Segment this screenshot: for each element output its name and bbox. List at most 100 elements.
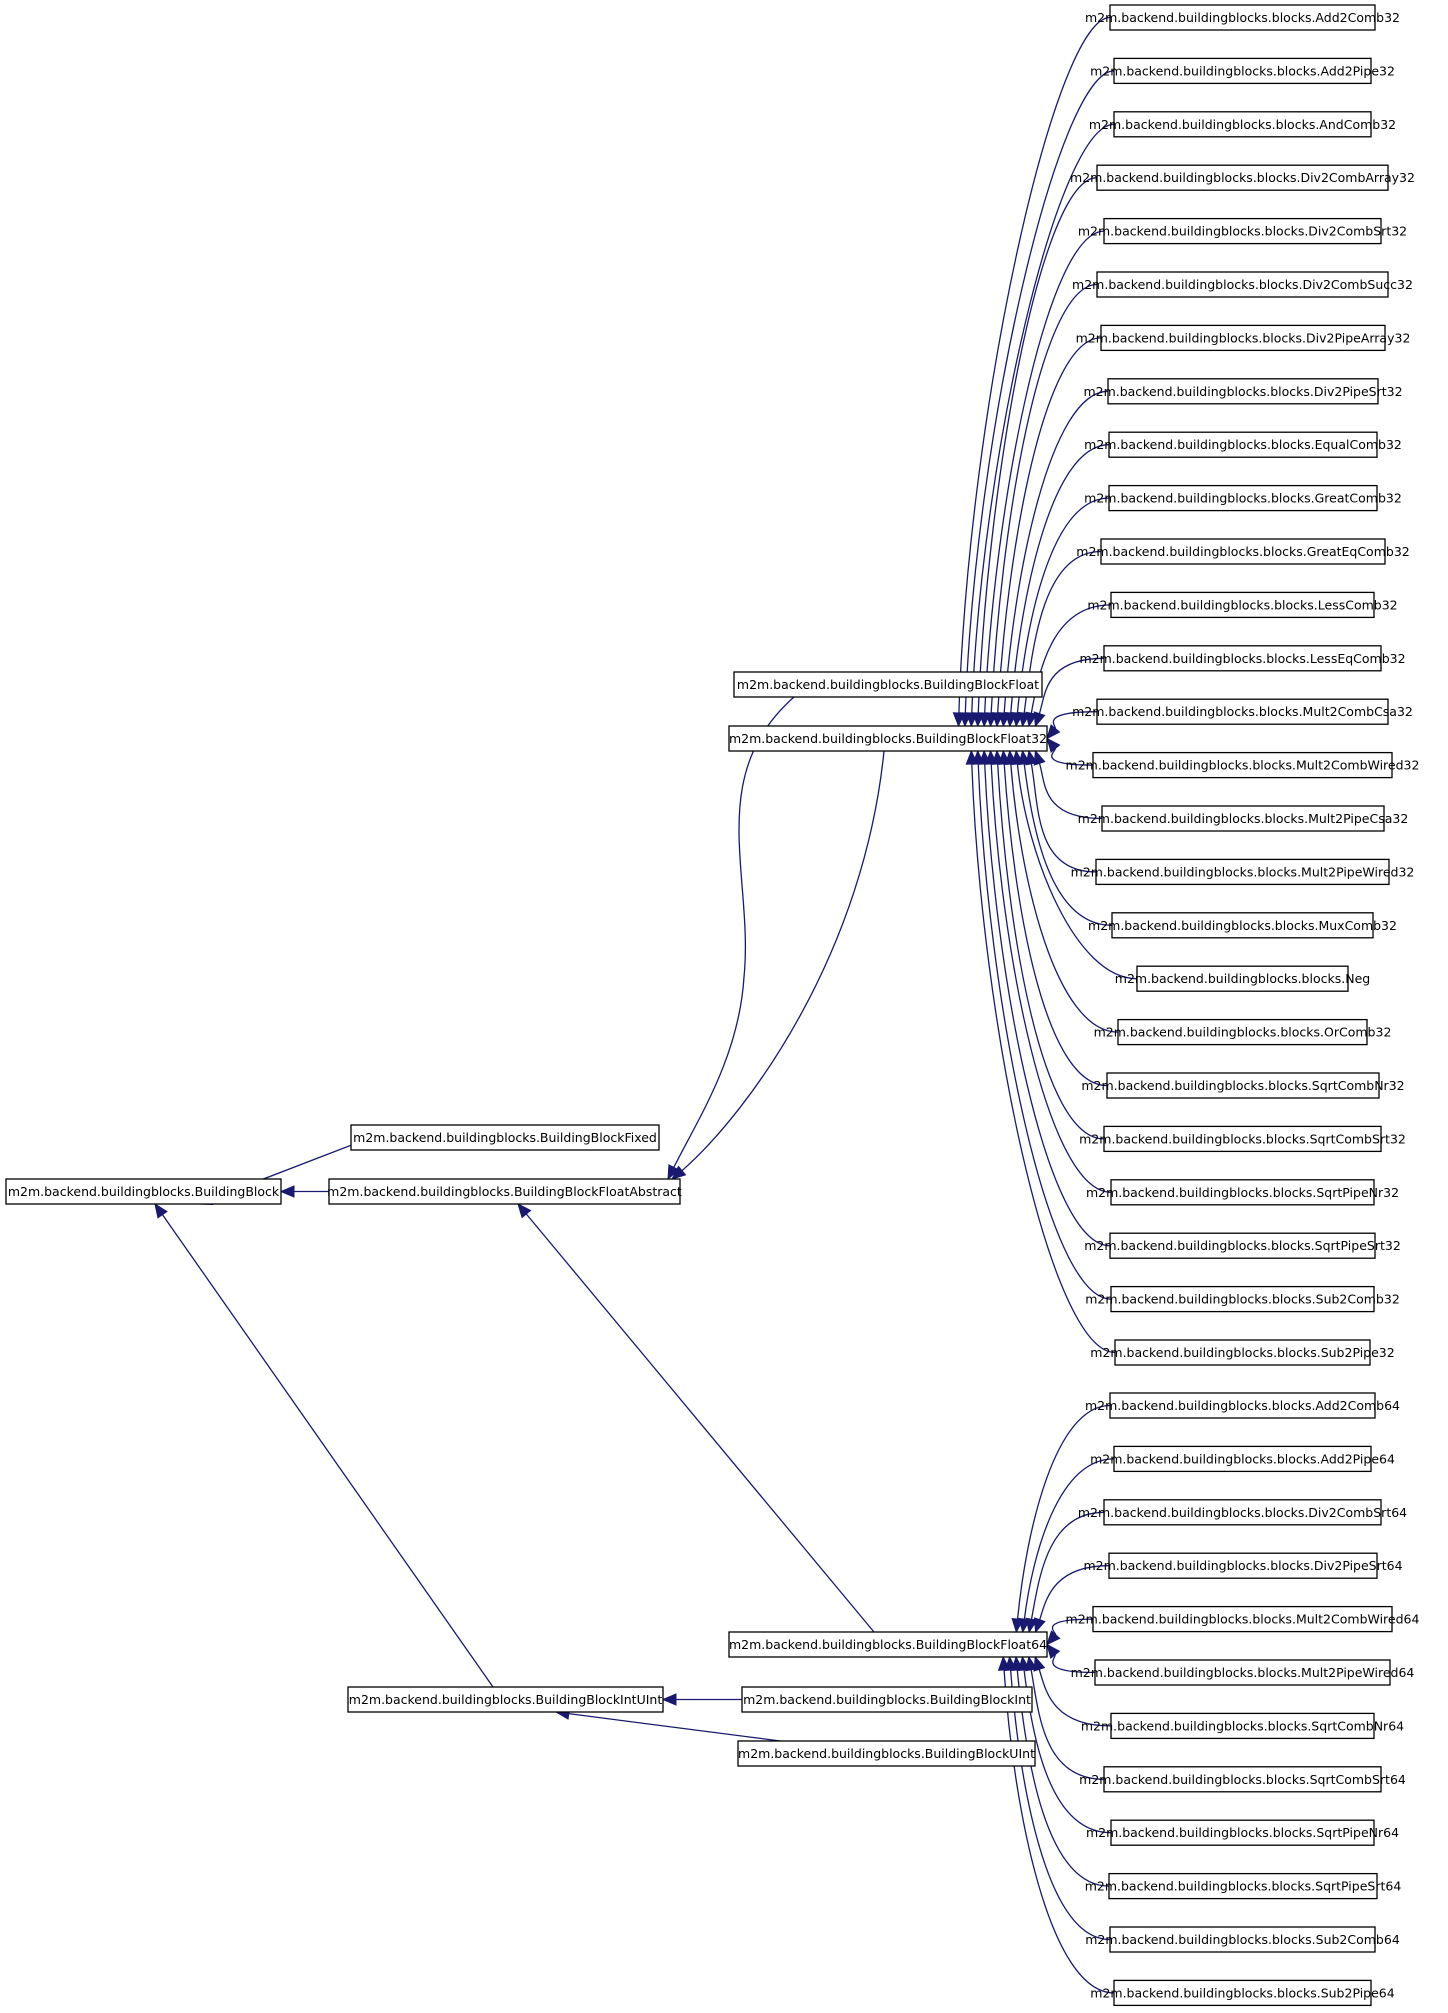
node-a32_18[interactable]: m2m.backend.buildingblocks.blocks.Neg	[1115, 965, 1370, 992]
node-box[interactable]	[1100, 324, 1386, 352]
node-bbiu[interactable]: m2m.backend.buildingblocks.BuildingBlock…	[347, 1686, 664, 1713]
node-box[interactable]	[1108, 484, 1378, 512]
node-box[interactable]	[1103, 1499, 1382, 1526]
node-a32_1[interactable]: m2m.backend.buildingblocks.blocks.Add2Pi…	[1090, 57, 1395, 85]
node-bbfa[interactable]: m2m.backend.buildingblocks.BuildingBlock…	[327, 1178, 682, 1205]
node-bbuint[interactable]: m2m.backend.buildingblocks.BuildingBlock…	[737, 1740, 1036, 1767]
node-box[interactable]	[728, 1631, 1048, 1658]
node-bbint[interactable]: m2m.backend.buildingblocks.BuildingBlock…	[741, 1686, 1033, 1713]
node-box[interactable]	[1101, 805, 1385, 832]
node-a32_5[interactable]: m2m.backend.buildingblocks.blocks.Div2Co…	[1072, 271, 1413, 298]
node-a64_0[interactable]: m2m.backend.buildingblocks.blocks.Add2Co…	[1085, 1392, 1400, 1419]
node-box[interactable]	[1109, 4, 1376, 31]
node-box[interactable]	[1111, 912, 1374, 939]
node-a32_12[interactable]: m2m.backend.buildingblocks.blocks.LessEq…	[1079, 645, 1406, 672]
node-box[interactable]	[1092, 1605, 1393, 1633]
node-a32_25[interactable]: m2m.backend.buildingblocks.blocks.Sub2Pi…	[1090, 1339, 1395, 1366]
node-box[interactable]	[1092, 751, 1393, 779]
node-box[interactable]	[1103, 217, 1382, 245]
node-a32_9[interactable]: m2m.backend.buildingblocks.blocks.GreatC…	[1084, 484, 1402, 512]
node-a64_1[interactable]: m2m.backend.buildingblocks.blocks.Add2Pi…	[1090, 1445, 1395, 1473]
node-label: m2m.backend.buildingblocks.blocks.SqrtCo…	[1081, 1078, 1404, 1093]
node-a32_16[interactable]: m2m.backend.buildingblocks.blocks.Mult2P…	[1071, 858, 1415, 886]
node-box[interactable]	[1096, 271, 1389, 298]
node-box[interactable]	[1095, 858, 1390, 886]
node-box[interactable]	[733, 671, 1043, 698]
node-box[interactable]	[1096, 164, 1389, 191]
node-a32_4[interactable]: m2m.backend.buildingblocks.blocks.Div2Co…	[1078, 217, 1407, 245]
node-box[interactable]	[1100, 538, 1386, 565]
node-box[interactable]	[1109, 1926, 1376, 1953]
node-a32_10[interactable]: m2m.backend.buildingblocks.blocks.GreatE…	[1076, 538, 1410, 565]
node-box[interactable]	[1114, 1339, 1371, 1366]
node-box[interactable]	[1103, 1766, 1382, 1793]
node-a32_23[interactable]: m2m.backend.buildingblocks.blocks.SqrtPi…	[1084, 1232, 1401, 1259]
node-a32_2[interactable]: m2m.backend.buildingblocks.blocks.AndCom…	[1089, 111, 1396, 138]
node-box[interactable]	[1096, 698, 1389, 725]
node-a32_0[interactable]: m2m.backend.buildingblocks.blocks.Add2Co…	[1085, 4, 1400, 31]
node-box[interactable]	[728, 725, 1048, 752]
node-box[interactable]	[350, 1124, 660, 1151]
node-box[interactable]	[1113, 57, 1372, 85]
node-box[interactable]	[1110, 1285, 1375, 1313]
node-box[interactable]	[1108, 1872, 1378, 1900]
node-a64_11[interactable]: m2m.backend.buildingblocks.blocks.Sub2Pi…	[1090, 1979, 1395, 2007]
node-a32_13[interactable]: m2m.backend.buildingblocks.blocks.Mult2C…	[1072, 698, 1413, 725]
node-box[interactable]	[1110, 591, 1375, 619]
node-a32_6[interactable]: m2m.backend.buildingblocks.blocks.Div2Pi…	[1076, 324, 1411, 352]
edge-a32_2-to-bbf32	[971, 123, 1115, 714]
node-box[interactable]	[347, 1686, 664, 1713]
node-a64_4[interactable]: m2m.backend.buildingblocks.blocks.Mult2C…	[1066, 1605, 1420, 1633]
node-box[interactable]	[1094, 1659, 1391, 1686]
node-a32_7[interactable]: m2m.backend.buildingblocks.blocks.Div2Pi…	[1083, 378, 1403, 405]
node-box[interactable]	[1110, 1712, 1375, 1740]
node-box[interactable]	[1103, 645, 1382, 672]
node-box[interactable]	[1117, 1018, 1368, 1046]
node-a32_17[interactable]: m2m.backend.buildingblocks.blocks.MuxCom…	[1088, 912, 1397, 939]
node-box[interactable]	[1108, 431, 1378, 458]
edge-a64_8-to-bbf64	[1023, 1669, 1112, 1834]
node-a64_3[interactable]: m2m.backend.buildingblocks.blocks.Div2Pi…	[1083, 1552, 1403, 1579]
node-box[interactable]	[737, 1740, 1036, 1767]
node-box[interactable]	[1108, 1552, 1378, 1579]
node-bbf32[interactable]: m2m.backend.buildingblocks.BuildingBlock…	[728, 725, 1048, 752]
node-a64_10[interactable]: m2m.backend.buildingblocks.blocks.Sub2Co…	[1085, 1926, 1400, 1953]
node-box[interactable]	[1113, 1445, 1372, 1473]
node-a32_20[interactable]: m2m.backend.buildingblocks.blocks.SqrtCo…	[1081, 1072, 1405, 1099]
node-label: m2m.backend.buildingblocks.blocks.SqrtCo…	[1081, 1718, 1404, 1733]
node-box[interactable]	[1136, 965, 1349, 992]
node-box[interactable]	[1110, 1179, 1375, 1206]
node-bbfloat[interactable]: m2m.backend.buildingblocks.BuildingBlock…	[733, 671, 1043, 698]
node-box[interactable]	[1113, 111, 1372, 138]
node-box[interactable]	[328, 1178, 681, 1205]
node-a64_2[interactable]: m2m.backend.buildingblocks.blocks.Div2Co…	[1078, 1499, 1407, 1526]
node-a32_14[interactable]: m2m.backend.buildingblocks.blocks.Mult2C…	[1066, 751, 1420, 779]
node-bbfixed[interactable]: m2m.backend.buildingblocks.BuildingBlock…	[350, 1124, 660, 1151]
node-box[interactable]	[5, 1178, 282, 1205]
node-bb[interactable]: m2m.backend.buildingblocks.BuildingBlock	[5, 1178, 282, 1205]
node-box[interactable]	[741, 1686, 1033, 1713]
node-a64_6[interactable]: m2m.backend.buildingblocks.blocks.SqrtCo…	[1081, 1712, 1404, 1740]
node-a32_24[interactable]: m2m.backend.buildingblocks.blocks.Sub2Co…	[1085, 1285, 1400, 1313]
node-a32_21[interactable]: m2m.backend.buildingblocks.blocks.SqrtCo…	[1079, 1125, 1406, 1153]
node-box[interactable]	[1110, 1819, 1375, 1846]
node-a64_5[interactable]: m2m.backend.buildingblocks.blocks.Mult2P…	[1071, 1659, 1415, 1686]
node-a32_15[interactable]: m2m.backend.buildingblocks.blocks.Mult2P…	[1078, 805, 1409, 832]
node-a32_22[interactable]: m2m.backend.buildingblocks.blocks.SqrtPi…	[1086, 1179, 1399, 1206]
node-a64_9[interactable]: m2m.backend.buildingblocks.blocks.SqrtPi…	[1085, 1872, 1402, 1900]
node-a64_7[interactable]: m2m.backend.buildingblocks.blocks.SqrtCo…	[1079, 1766, 1406, 1793]
node-a64_8[interactable]: m2m.backend.buildingblocks.blocks.SqrtPi…	[1086, 1819, 1399, 1846]
node-box[interactable]	[1103, 1125, 1382, 1153]
arrowhead-bbiu	[154, 1202, 168, 1219]
node-box[interactable]	[1106, 1072, 1380, 1099]
node-a32_8[interactable]: m2m.backend.buildingblocks.blocks.EqualC…	[1084, 431, 1402, 458]
node-label: m2m.backend.buildingblocks.blocks.Div2Co…	[1078, 224, 1407, 239]
node-a32_11[interactable]: m2m.backend.buildingblocks.blocks.LessCo…	[1087, 591, 1398, 619]
node-bbf64[interactable]: m2m.backend.buildingblocks.BuildingBlock…	[728, 1631, 1048, 1658]
node-a32_19[interactable]: m2m.backend.buildingblocks.blocks.OrComb…	[1094, 1018, 1392, 1046]
node-box[interactable]	[1113, 1979, 1372, 2007]
node-box[interactable]	[1107, 378, 1379, 405]
node-box[interactable]	[1109, 1232, 1376, 1259]
node-a32_3[interactable]: m2m.backend.buildingblocks.blocks.Div2Co…	[1070, 164, 1415, 191]
node-box[interactable]	[1109, 1392, 1376, 1419]
